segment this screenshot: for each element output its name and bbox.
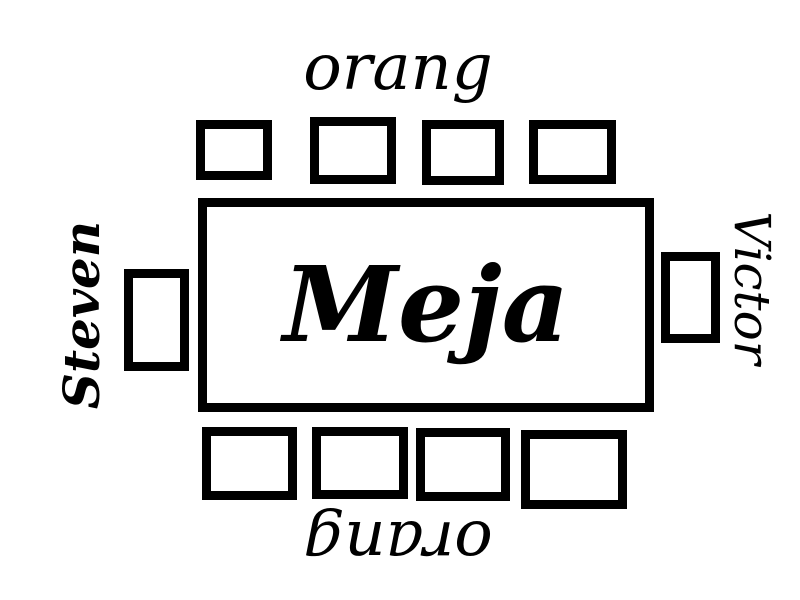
table-rectangle <box>198 198 654 412</box>
top-seat-4 <box>529 120 616 184</box>
top-side-label: orang <box>303 31 493 105</box>
left-seat <box>124 269 189 371</box>
bottom-seat-1 <box>202 427 297 500</box>
bottom-side-label: orang <box>303 506 493 580</box>
bottom-seat-3 <box>416 428 510 501</box>
table-label: Meja <box>282 243 570 366</box>
right-seat <box>661 252 720 343</box>
right-side-label: Victor <box>723 211 781 365</box>
bottom-seat-2 <box>312 427 408 499</box>
top-seat-3 <box>422 120 504 185</box>
bottom-seat-4 <box>521 430 627 509</box>
top-seat-1 <box>196 120 272 180</box>
top-seat-2 <box>310 117 396 184</box>
left-side-label: Steven <box>52 220 111 410</box>
